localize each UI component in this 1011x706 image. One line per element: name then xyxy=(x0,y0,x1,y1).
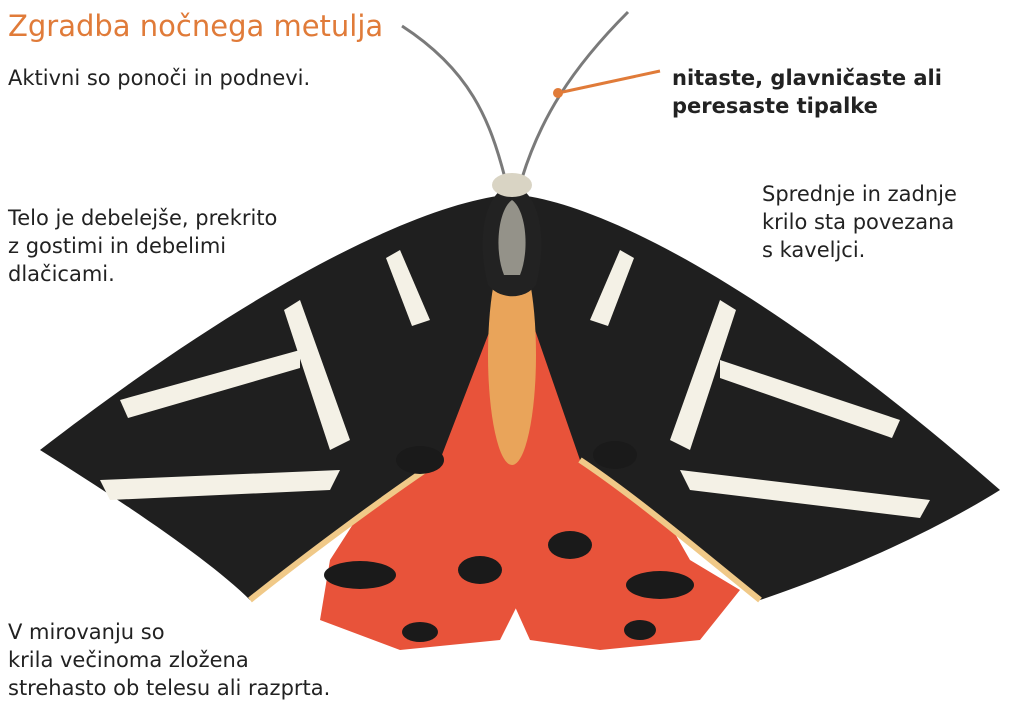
antennae-label-line: nitaste, glavničaste ali xyxy=(672,64,942,92)
wing-hooks-note: Sprednje in zadnje krilo sta povezana s … xyxy=(762,180,957,264)
body-note-line: z gostimi in debelimi xyxy=(8,232,308,260)
rest-posture-note-line: strehasto ob telesu ali razprta. xyxy=(8,674,330,702)
body-note-line: Telo je debelejše, prekrito xyxy=(8,204,308,232)
body-note-line: dlačicami. xyxy=(8,260,308,288)
wing-hooks-note-line: s kaveljci. xyxy=(762,236,957,264)
wing-hooks-note-line: krilo sta povezana xyxy=(762,208,957,236)
rest-posture-note-line: krila večinoma zložena xyxy=(8,646,330,674)
page-title: Zgradba nočnega metulja xyxy=(8,8,383,44)
wing-hooks-note-line: Sprednje in zadnje xyxy=(762,180,957,208)
antenna-pointer-dot xyxy=(553,88,563,98)
moth-head xyxy=(492,173,532,197)
body-note: Telo je debelejše, prekrito z gostimi in… xyxy=(8,204,308,288)
antennae-label-line: peresaste tipalke xyxy=(672,92,942,120)
antennae-label: nitaste, glavničaste ali peresaste tipal… xyxy=(672,64,942,120)
right-antenna xyxy=(522,12,628,178)
activity-note: Aktivni so ponoči in podnevi. xyxy=(8,64,310,92)
rest-posture-note: V mirovanju so krila večinoma zložena st… xyxy=(8,618,330,702)
rest-posture-note-line: V mirovanju so xyxy=(8,618,330,646)
left-antenna xyxy=(402,26,505,178)
